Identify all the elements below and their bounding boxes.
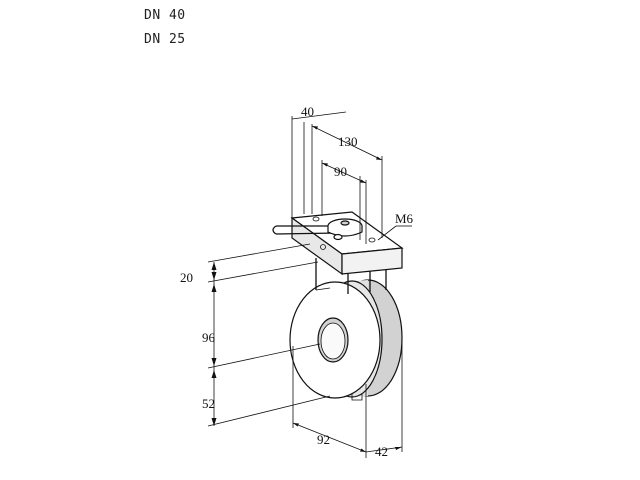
valve-body: [289, 279, 403, 401]
dim-thread-m6: M6: [395, 211, 414, 226]
dim-plate-20: 20: [180, 270, 193, 285]
nominal-size-1: DN 40: [144, 8, 186, 23]
valve-neck: [315, 258, 387, 294]
dimension-lines: [207, 111, 412, 458]
nominal-size-2: DN 25: [144, 32, 186, 47]
mounting-hole-2: [368, 237, 376, 243]
dim-top-90: 90: [334, 164, 347, 179]
side-port: [320, 244, 326, 250]
dim-depth-42: 42: [375, 444, 388, 459]
dim-top-130: 130: [338, 134, 358, 149]
mounting-hole-1: [312, 216, 320, 222]
dim-center-96: 96: [202, 330, 216, 345]
dim-top-40: 40: [301, 104, 314, 119]
dimension-labels: 40 130 90 M6 20 96 52 92 42: [180, 104, 414, 459]
dim-lower-52: 52: [202, 396, 215, 411]
dim-width-92: 92: [317, 432, 330, 447]
actuator-handle: [272, 218, 363, 241]
